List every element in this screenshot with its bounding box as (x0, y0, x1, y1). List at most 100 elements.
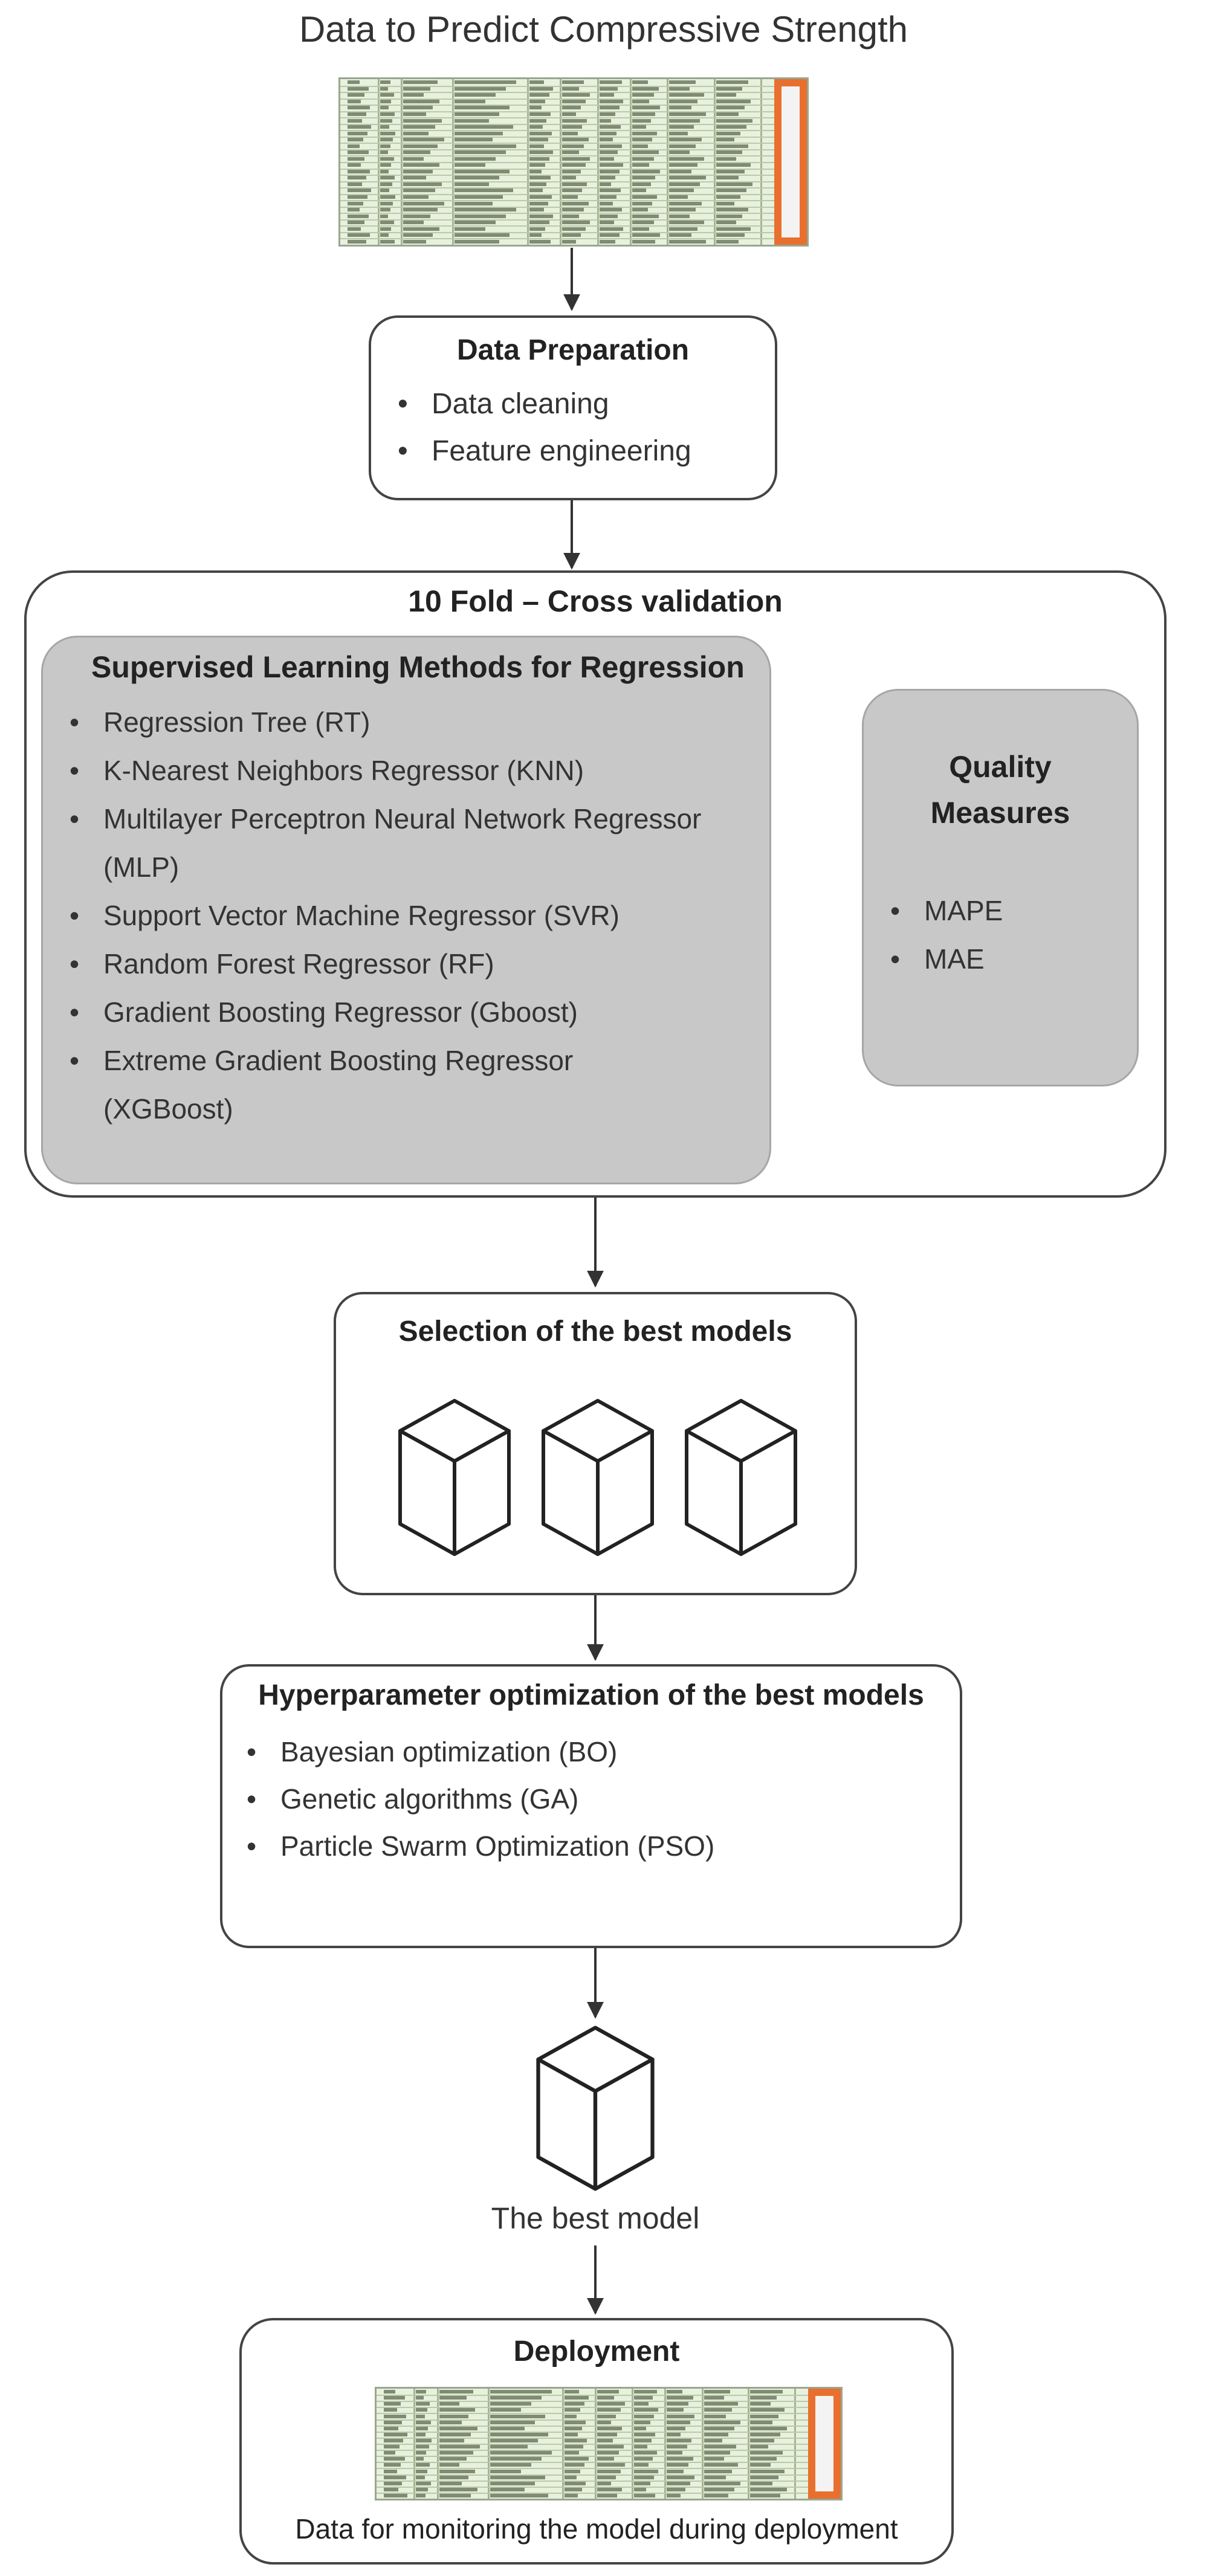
sheet-cell-text (455, 144, 517, 148)
sheet-cell-text (490, 2402, 532, 2406)
sheet-cell-text (632, 221, 654, 225)
sheet-cell-text (565, 2426, 582, 2430)
sheet-cell-text (383, 2457, 405, 2461)
sheet-cell-text (380, 169, 389, 173)
sheet-cell-text (455, 131, 503, 135)
sheet-cell-text (704, 2457, 724, 2461)
sheet-cell-text (704, 2475, 726, 2479)
sheet-gridline (340, 105, 807, 106)
method-item: Gradient Boosting Regressor (Gboost) (67, 988, 708, 1036)
sheet-cell-text (667, 2390, 682, 2394)
sheet-cell-text (750, 2396, 777, 2400)
optimization-item: Bayesian optimization (BO) (244, 1728, 714, 1775)
sheet-cell-text (632, 163, 650, 167)
sheet-cell-text (529, 221, 549, 225)
sheet-cell-text (634, 2463, 649, 2467)
sheet-cell-text (632, 214, 659, 218)
sheet-cell-text (380, 157, 394, 161)
sheet-cell-text (632, 112, 656, 116)
sheet-cell-text (490, 2390, 552, 2394)
sheet-cell-text (439, 2432, 471, 2436)
sheet-cell-text (561, 112, 577, 116)
sheet-cell-text (383, 2493, 408, 2497)
sheet-cell-text (669, 80, 696, 85)
sheet-gridline (377, 2474, 841, 2476)
sheet-cell-text (439, 2414, 469, 2418)
sheet-cell-text (565, 2487, 582, 2491)
sheet-cell-text (529, 118, 547, 123)
sheet-cell-text (529, 227, 546, 231)
sheet-cell-text (634, 2487, 647, 2491)
sheet-cell-text (529, 144, 545, 148)
sheet-cell-text (561, 208, 584, 212)
sheet-cell-text (704, 2414, 726, 2418)
sheet-cell-text (597, 2408, 621, 2412)
sheet-cell-text (597, 2402, 626, 2406)
sheet-cell-text (561, 214, 580, 218)
sheet-cell-text (634, 2481, 650, 2485)
sheet-cell-text (529, 176, 551, 180)
supervised-methods-panel: Supervised Learning Methods for Regressi… (41, 636, 771, 1184)
sheet-cell-text (565, 2414, 577, 2418)
sheet-cell-text (704, 2438, 722, 2442)
sheet-cell-text (716, 227, 751, 231)
model-selection-title: Selection of the best models (398, 1315, 792, 1348)
sheet-cell-text (490, 2481, 535, 2485)
sheet-cell-text (347, 239, 366, 244)
hyperparameter-optimization-box: Hyperparameter optimization of the best … (220, 1664, 962, 1948)
sheet-cell-text (416, 2438, 432, 2442)
sheet-cell-text (529, 214, 554, 218)
sheet-cell-text (403, 106, 433, 110)
sheet-cell-text (529, 112, 551, 116)
sheet-cell-text (632, 106, 661, 110)
monitoring-data-spreadsheet (375, 2387, 843, 2500)
data-preparation-box: Data Preparation Data cleaning Feature e… (369, 315, 777, 500)
sheet-cell-text (403, 163, 440, 167)
sheet-cell-text (565, 2402, 584, 2406)
sheet-cell-text (529, 163, 546, 167)
sheet-cell-text (561, 176, 577, 180)
sheet-cell-text (490, 2487, 525, 2491)
sheet-cell-text (347, 112, 366, 116)
sheet-cell-text (750, 2414, 779, 2418)
sheet-cell-text (490, 2445, 528, 2449)
sheet-cell-text (669, 239, 706, 244)
sheet-gridline (340, 175, 807, 176)
sheet-cell-text (380, 176, 395, 180)
sheet-cell-text (455, 118, 490, 123)
sheet-cell-text (380, 131, 396, 135)
sheet-cell-text (750, 2475, 779, 2479)
sheet-cell-text (667, 2481, 690, 2485)
sheet-cell-text (667, 2420, 690, 2424)
sheet-cell-text (704, 2463, 739, 2467)
sheet-cell-text (380, 163, 392, 167)
sheet-cell-text (565, 2457, 589, 2461)
sheet-cell-text (669, 150, 690, 155)
sheet-cell-text (669, 118, 700, 123)
method-item: Multilayer Perceptron Neural Network Reg… (67, 795, 708, 891)
sheet-gridline (340, 213, 807, 215)
sheet-gridline (340, 85, 807, 87)
sheet-cell-text (561, 189, 583, 193)
sheet-cell-text (597, 2438, 613, 2442)
sheet-cell-text (403, 195, 429, 199)
best-model-cube-icon (536, 2026, 655, 2191)
sheet-gridline (340, 136, 807, 138)
sheet-cell-text (667, 2402, 689, 2406)
sheet-cell-text (455, 182, 490, 186)
sheet-cell-text (380, 112, 395, 116)
sheet-cell-text (750, 2481, 773, 2485)
sheet-cell-text (669, 106, 692, 110)
sheet-cell-text (669, 201, 702, 205)
sheet-cell-text (669, 125, 694, 129)
sheet-cell-text (383, 2487, 398, 2491)
sheet-cell-text (455, 201, 493, 205)
sheet-cell-text (416, 2463, 430, 2467)
sheet-cell-text (599, 239, 616, 244)
deployment-caption: Data for monitoring the model during dep… (295, 2513, 898, 2545)
sheet-cell-text (383, 2481, 403, 2485)
sheet-cell-text (634, 2426, 647, 2430)
sheet-gridline (340, 168, 807, 170)
sheet-cell-text (634, 2432, 656, 2436)
sheet-cell-text (565, 2420, 586, 2424)
